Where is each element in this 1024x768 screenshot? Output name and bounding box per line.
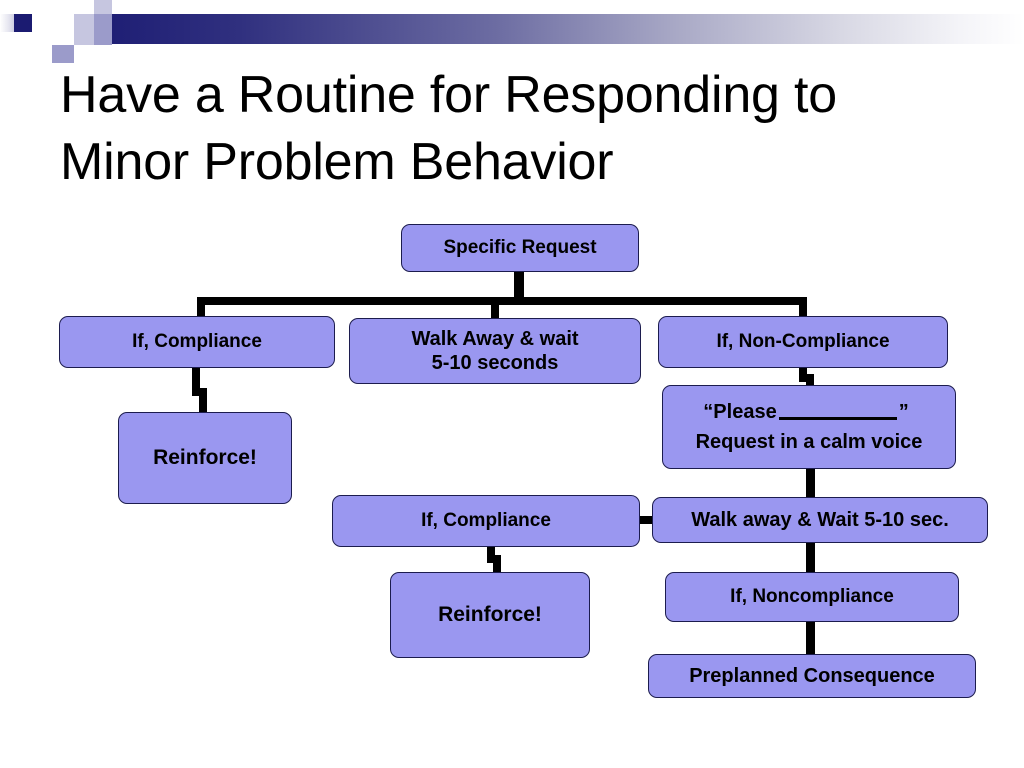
connector-drop-right: [799, 297, 807, 319]
node-label-line-1: “Please ”: [703, 400, 914, 426]
node-if-compliance-1[interactable]: If, Compliance: [59, 316, 335, 368]
node-label: If, Compliance: [132, 331, 262, 353]
connector-root-down: [514, 272, 524, 300]
node-specific-request[interactable]: Specific Request: [401, 224, 639, 272]
page-title-line-2: Minor Problem Behavior: [60, 132, 614, 191]
deco-block-topleft-white: [0, 0, 52, 14]
deco-block-fade-left: [0, 14, 14, 32]
node-label: Specific Request: [443, 237, 597, 259]
node-if-compliance-2[interactable]: If, Compliance: [332, 495, 640, 547]
connector-noncompliance1-seg3: [806, 374, 814, 388]
deco-square-g: [52, 32, 74, 45]
header-gradient-bar: [112, 14, 1024, 44]
deco-square-d: [74, 14, 94, 32]
node-label: Walk away & Wait 5-10 sec.: [691, 508, 949, 531]
connector-compliance2-seg3: [493, 555, 501, 574]
connector-horizontal-bus: [197, 297, 807, 305]
deco-square-h: [74, 32, 94, 45]
node-please-request-in-calm-voice[interactable]: “Please ” Request in a calm voice: [662, 385, 956, 469]
node-label: Reinforce!: [438, 603, 542, 627]
deco-square-i: [94, 32, 112, 45]
please-prefix: “Please: [703, 400, 777, 423]
deco-square-e: [94, 0, 112, 14]
connector-compliance1-seg3: [199, 388, 207, 414]
fill-in-blank-rule: [778, 400, 897, 420]
deco-square-white: [33, 14, 52, 32]
connector-compliance2-seg1: [487, 547, 495, 561]
connector-noncompliance2-to-preplanned: [806, 622, 815, 656]
page-title: Have a Routine for Responding to Minor P…: [60, 62, 960, 195]
node-reinforce-1[interactable]: Reinforce!: [118, 412, 292, 504]
connector-drop-left: [197, 297, 205, 319]
node-walk-away-and-wait[interactable]: Walk Away & wait 5-10 seconds: [349, 318, 641, 384]
deco-square-b: [74, 0, 94, 14]
node-preplanned-consequence[interactable]: Preplanned Consequence: [648, 654, 976, 698]
node-label: If, Noncompliance: [730, 586, 894, 608]
node-reinforce-2[interactable]: Reinforce!: [390, 572, 590, 658]
node-label-line-2: Request in a calm voice: [695, 431, 923, 453]
connector-walkaway-to-compliance2: [638, 516, 656, 524]
page-title-line-1: Have a Routine for Responding to: [60, 66, 837, 124]
connector-please-to-walkaway: [806, 469, 815, 499]
node-label-line-1: Walk Away & wait: [411, 327, 579, 350]
deco-square-a: [52, 0, 74, 14]
connector-compliance1-seg1: [192, 368, 200, 390]
connector-drop-middle: [491, 297, 499, 321]
node-if-non-compliance-1[interactable]: If, Non-Compliance: [658, 316, 948, 368]
node-label: If, Compliance: [421, 510, 551, 532]
deco-square-f: [94, 14, 112, 32]
deco-square-j: [52, 45, 74, 63]
connector-walkaway-to-noncompliance2: [806, 543, 815, 574]
node-label: If, Non-Compliance: [716, 331, 890, 353]
node-label-line-2: 5-10 seconds: [431, 352, 559, 374]
node-label: Preplanned Consequence: [689, 664, 935, 687]
node-walk-away-and-wait-5-10-sec[interactable]: Walk away & Wait 5-10 sec.: [652, 497, 988, 543]
please-suffix: ”: [898, 400, 909, 423]
node-if-noncompliance-2[interactable]: If, Noncompliance: [665, 572, 959, 622]
deco-square-c: [52, 14, 74, 32]
node-label-multiline: Walk Away & wait 5-10 seconds: [411, 327, 578, 376]
node-label: Reinforce!: [153, 446, 257, 470]
deco-square-navy: [14, 14, 32, 32]
